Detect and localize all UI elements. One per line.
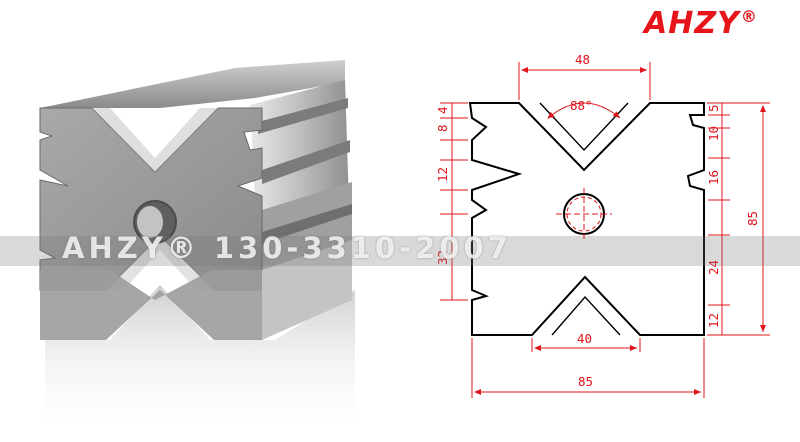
watermark-text: AHZY® 130-3310-2007 <box>62 231 512 265</box>
die-bottom-vee-inner <box>551 295 621 336</box>
dim-left-groove: 12 <box>435 167 450 182</box>
die-top-vee <box>92 108 218 172</box>
die-lower-body <box>40 270 262 340</box>
dim-right-top: 5 <box>706 104 721 112</box>
dim-overall-width: 85 <box>578 374 593 389</box>
brand-logo: AHZY® <box>644 6 758 41</box>
dim-bottom-width: 40 <box>577 331 592 346</box>
die-side-groove-1 <box>258 98 348 134</box>
die-top-vee-inner <box>539 102 629 152</box>
watermark-band <box>0 236 800 266</box>
die-3d-illustration <box>39 60 355 437</box>
dim-top-angle: 88° <box>570 98 593 113</box>
dim-top-width: 48 <box>575 52 590 67</box>
dim-right-second: 10 <box>706 126 721 141</box>
die-reflection <box>45 285 355 437</box>
die-profile-outline <box>468 102 705 336</box>
die-side-groove-4 <box>262 204 352 244</box>
dim-left-lower: 32 <box>435 250 450 265</box>
die-side-groove-2 <box>262 140 350 184</box>
dim-overall-height: 85 <box>745 211 760 226</box>
die-lower-side <box>262 240 352 340</box>
dimension-labels: 48 88° 40 85 85 4 8 12 32 5 10 16 24 12 <box>435 52 760 389</box>
center-hole-dashed <box>566 196 602 232</box>
technical-drawing <box>468 102 705 336</box>
dim-right-bottom: 12 <box>706 313 721 328</box>
die-bottom-vee <box>106 236 214 290</box>
dim-left-top-small: 4 <box>435 106 450 114</box>
dimension-lines <box>440 62 770 398</box>
dim-right-third: 16 <box>706 170 721 185</box>
die-hole-highlight <box>137 206 163 238</box>
registered-mark: ® <box>740 7 758 26</box>
brand-logo-text: AHZY <box>644 6 740 41</box>
dim-left-second: 8 <box>435 124 450 132</box>
die-extrusion-top <box>40 60 345 108</box>
dim-right-fourth: 24 <box>706 260 721 275</box>
